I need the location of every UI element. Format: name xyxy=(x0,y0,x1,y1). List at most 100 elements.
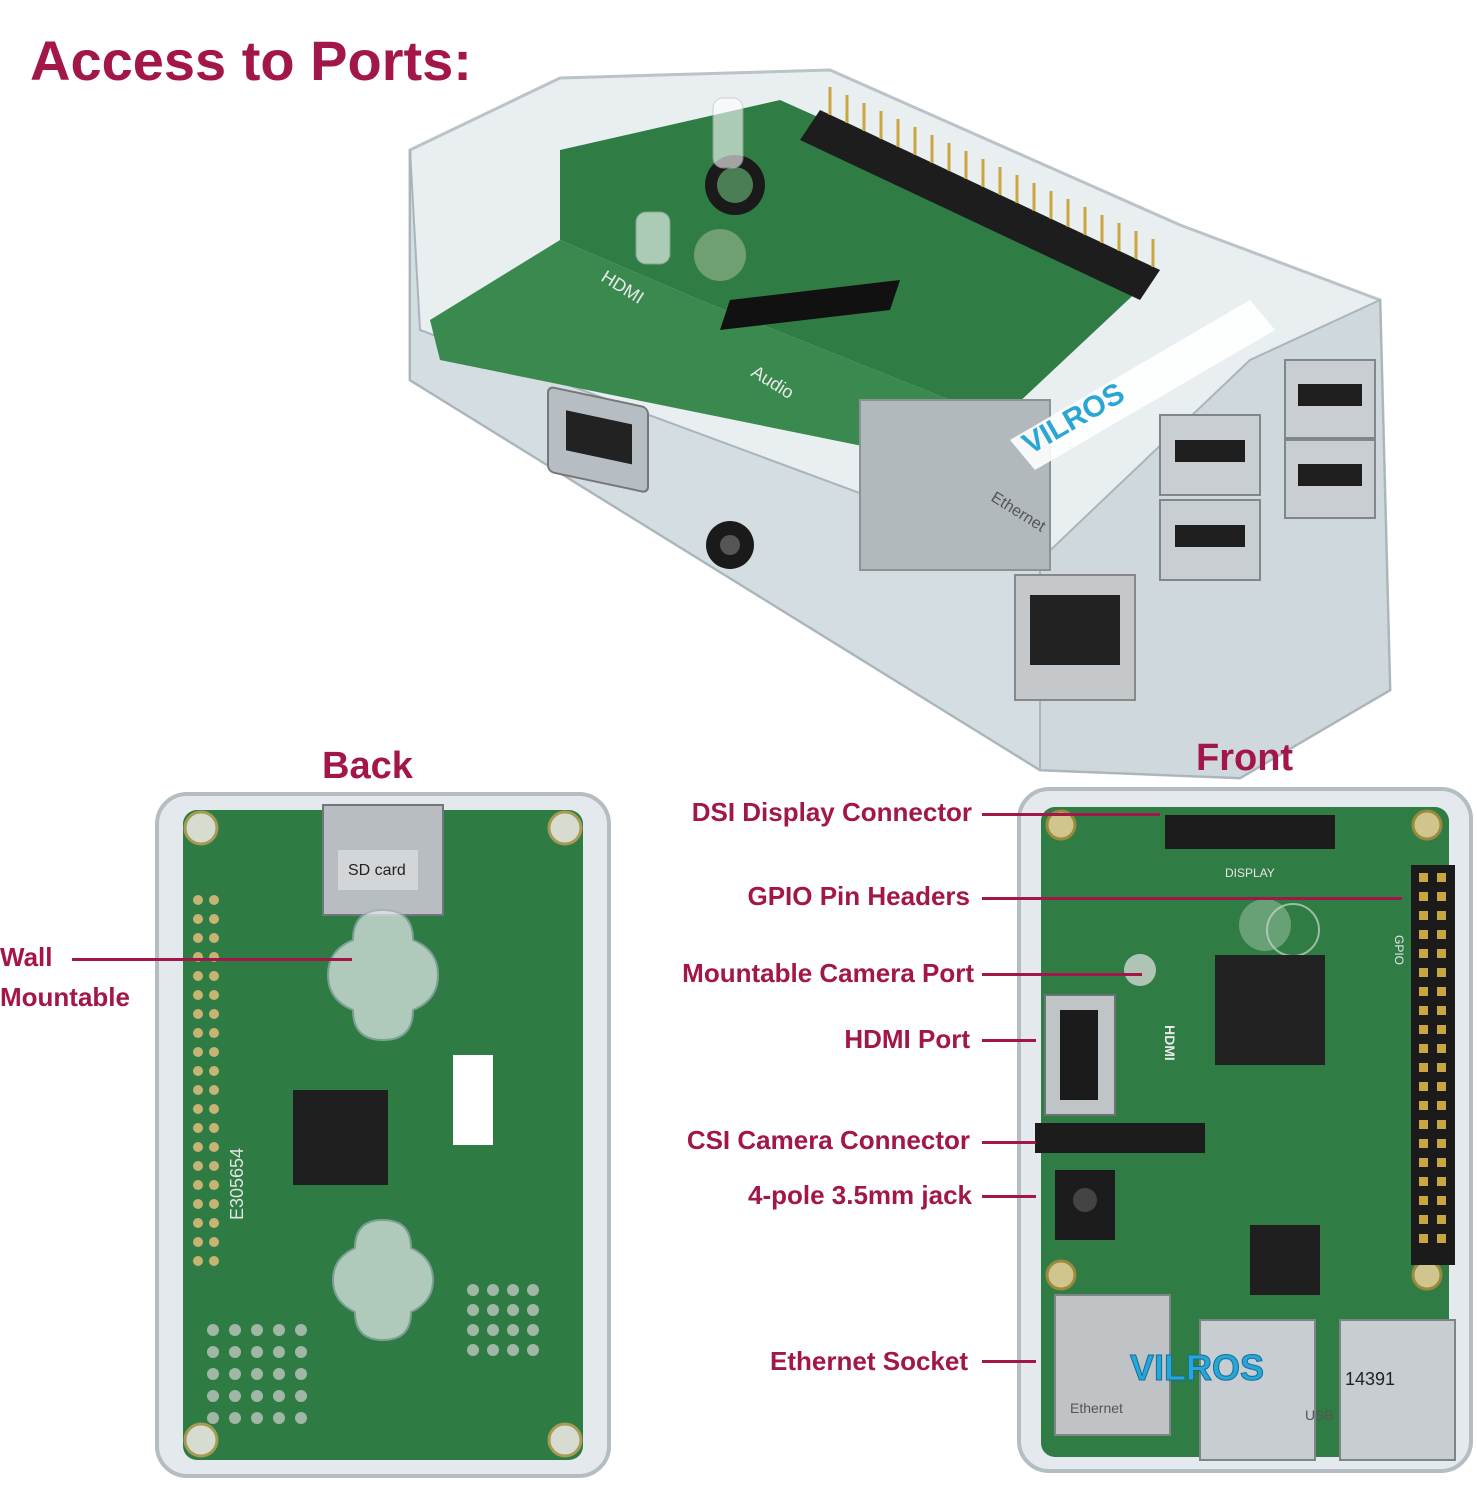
keyhole-mount-bottom xyxy=(331,1218,435,1342)
solder-pad xyxy=(507,1324,519,1336)
gpio-pin xyxy=(1419,1082,1428,1091)
gpio-solder-pad xyxy=(193,1123,203,1133)
solder-pad xyxy=(487,1304,499,1316)
solder-pad xyxy=(487,1324,499,1336)
gpio-solder-pad xyxy=(193,933,203,943)
pointer-ethernet xyxy=(982,1360,1036,1363)
pointer-dsi xyxy=(982,813,1160,816)
gpio-solder-pad xyxy=(193,1066,203,1076)
solder-pad xyxy=(207,1368,219,1380)
gpio-solder-pad xyxy=(209,1066,219,1076)
label-gpio-pin-headers: GPIO Pin Headers xyxy=(747,881,970,911)
solder-pad xyxy=(251,1368,263,1380)
solder-pad xyxy=(467,1324,479,1336)
sd-card-marking: SD card xyxy=(348,862,406,879)
case-front-photo: DISPLAY GPIO HDMI Ethernet USB VILROS 14… xyxy=(1017,787,1473,1473)
wall-mountable-pointer xyxy=(72,958,352,961)
gpio-pin xyxy=(1419,1025,1428,1034)
gpio-solder-pad xyxy=(193,971,203,981)
gpio-solder-pad xyxy=(209,1256,219,1266)
solder-pad xyxy=(295,1390,307,1402)
gpio-solder-pad xyxy=(209,1047,219,1057)
solder-pad xyxy=(273,1324,285,1336)
solder-pad xyxy=(527,1344,539,1356)
gpio-solder-pad xyxy=(209,1199,219,1209)
gpio-solder-pad xyxy=(193,1009,203,1019)
solder-pad xyxy=(487,1344,499,1356)
solder-pad xyxy=(295,1368,307,1380)
gpio-solder-pad xyxy=(209,1123,219,1133)
gpio-pin xyxy=(1419,1006,1428,1015)
gpio-solder-pad xyxy=(209,990,219,1000)
gpio-solder-pad xyxy=(209,1085,219,1095)
label-audio-jack: 4-pole 3.5mm jack xyxy=(748,1180,972,1210)
gpio-solder-pad xyxy=(209,895,219,905)
solder-pad xyxy=(527,1304,539,1316)
solder-pad xyxy=(507,1304,519,1316)
back-heading: Back xyxy=(322,745,413,787)
gpio-solder-pad xyxy=(193,895,203,905)
gpio-pin xyxy=(1437,1101,1446,1110)
wall-mountable-label-line1: Wall xyxy=(0,942,53,972)
gpio-pin xyxy=(1419,1139,1428,1148)
label-ethernet-socket: Ethernet Socket xyxy=(770,1346,968,1376)
solder-pad xyxy=(251,1324,263,1336)
page-title: Access to Ports: xyxy=(30,29,472,92)
gpio-pin xyxy=(1419,1177,1428,1186)
solder-pad xyxy=(229,1368,241,1380)
gpio-pin xyxy=(1437,949,1446,958)
gpio-solder-pad xyxy=(193,1218,203,1228)
wall-mountable-label-line2: Mountable xyxy=(0,982,130,1012)
front-heading: Front xyxy=(1196,737,1294,779)
gpio-pin xyxy=(1437,911,1446,920)
solder-pad xyxy=(295,1412,307,1424)
case-back-photo: SD card E305654 xyxy=(155,792,611,1478)
pointer-csi xyxy=(982,1141,1036,1144)
gpio-pin xyxy=(1437,1025,1446,1034)
label-dsi-display-connector: DSI Display Connector xyxy=(691,797,972,827)
solder-pad xyxy=(207,1346,219,1358)
gpio-solder-pad xyxy=(193,1085,203,1095)
solder-pad xyxy=(207,1324,219,1336)
solder-pad xyxy=(295,1324,307,1336)
gpio-solder-pad xyxy=(209,1028,219,1038)
gpio-pin xyxy=(1437,930,1446,939)
gpio-pin xyxy=(1437,1082,1446,1091)
solder-pad xyxy=(527,1284,539,1296)
gpio-pin xyxy=(1419,949,1428,958)
gpio-pin xyxy=(1419,1158,1428,1167)
solder-pad xyxy=(273,1368,285,1380)
gpio-pin xyxy=(1437,1234,1446,1243)
gpio-pin xyxy=(1437,1196,1446,1205)
label-csi-camera-connector: CSI Camera Connector xyxy=(686,1125,970,1155)
solder-pad xyxy=(251,1412,263,1424)
solder-pad xyxy=(273,1346,285,1358)
solder-pad xyxy=(467,1304,479,1316)
gpio-pin xyxy=(1419,930,1428,939)
gpio-pin xyxy=(1419,987,1428,996)
gpio-pin xyxy=(1419,1234,1428,1243)
gpio-pin xyxy=(1437,1139,1446,1148)
gpio-solder-pad xyxy=(209,971,219,981)
solder-pad xyxy=(229,1390,241,1402)
gpio-solder-pad xyxy=(209,1009,219,1019)
gpio-pin xyxy=(1419,968,1428,977)
solder-pad xyxy=(229,1346,241,1358)
gpio-pin xyxy=(1419,911,1428,920)
gpio-silkscreen: GPIO xyxy=(1392,935,1406,965)
solder-pad xyxy=(251,1346,263,1358)
gpio-pin xyxy=(1437,987,1446,996)
keyhole-mount-top xyxy=(326,908,440,1042)
solder-pad xyxy=(229,1412,241,1424)
gpio-solder-pad xyxy=(209,1104,219,1114)
cert-marking: E305654 xyxy=(227,1148,247,1220)
solder-pad xyxy=(207,1390,219,1402)
solder-pad xyxy=(487,1284,499,1296)
sticker-code: 14391 xyxy=(1345,1369,1395,1389)
gpio-pin xyxy=(1419,1196,1428,1205)
gpio-solder-pad xyxy=(193,990,203,1000)
gpio-solder-pad xyxy=(193,1199,203,1209)
usb-front-silkscreen: USB xyxy=(1305,1407,1334,1423)
gpio-pin xyxy=(1437,1215,1446,1224)
solder-pad xyxy=(507,1284,519,1296)
